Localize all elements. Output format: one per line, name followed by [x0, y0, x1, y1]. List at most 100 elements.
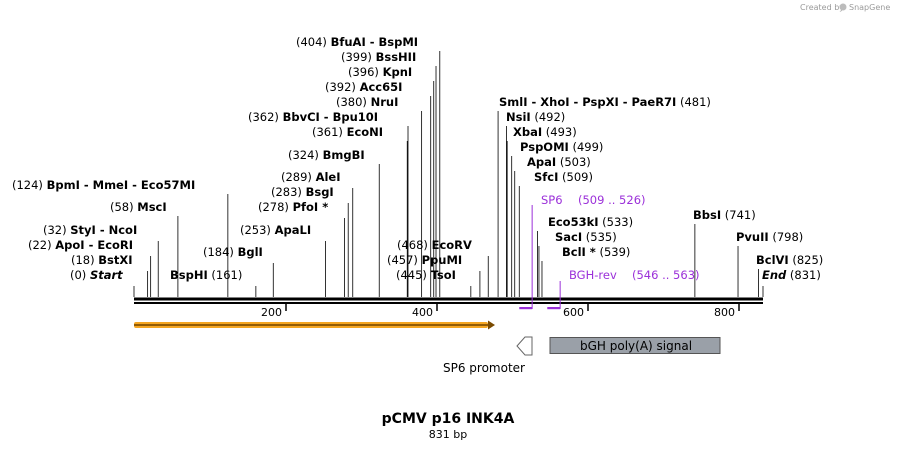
site-position: (539) [596, 245, 631, 259]
site-position: (468) [397, 238, 432, 252]
site-label-eco53ki[interactable]: Eco53kI (533) [548, 215, 633, 229]
site-position: (362) [248, 110, 283, 124]
credit-brand: SnapGene [849, 3, 890, 12]
site-enzyme-names: NruI [371, 95, 399, 109]
site-position: (481) [676, 95, 711, 109]
site-enzyme-names: EcoRV [432, 238, 472, 252]
site-position: (361) [312, 125, 347, 139]
site-enzyme-names: ApaI [527, 155, 556, 169]
site-label-xbai[interactable]: XbaI (493) [513, 125, 577, 139]
primer-bghrev-label[interactable]: BGH-rev (546 .. 563) [569, 268, 700, 282]
tick-label-800: 800 [714, 306, 735, 319]
site-label-apai[interactable]: ApaI (503) [527, 155, 591, 169]
bgh-polya-feature[interactable]: bGH poly(A) signal [549, 337, 721, 354]
site-label-bmgbi[interactable]: (324) BmgBI [288, 148, 365, 162]
site-enzyme-names: EcoNI [347, 125, 383, 139]
site-label-econi[interactable]: (361) EcoNI [312, 125, 383, 139]
site-position: (404) [296, 35, 331, 49]
primer-sp6-label[interactable]: SP6 (509 .. 526) [541, 193, 646, 207]
site-label-tsoi[interactable]: (445) TsoI [396, 268, 456, 282]
site-enzyme-names: AleI [316, 170, 341, 184]
snapgene-logo-icon [839, 3, 847, 11]
site-enzyme-names: BmgBI [323, 148, 365, 162]
site-label-saci[interactable]: SacI (535) [555, 230, 617, 244]
site-position: (283) [271, 185, 306, 199]
sp6-promoter-feature[interactable]: SP6 promoter [443, 336, 533, 375]
primer-labels: SP6 (509 .. 526) BGH-rev (546 .. 563) [541, 193, 700, 282]
site-label-bsgi[interactable]: (283) BsgI [271, 185, 334, 199]
dna-backbone[interactable] [134, 297, 763, 305]
site-position: (825) [789, 253, 824, 267]
site-position: (396) [348, 65, 383, 79]
site-enzyme-names: SacI [555, 230, 582, 244]
site-label-pspomi[interactable]: PspOMI (499) [520, 140, 603, 154]
site-label-bclvi[interactable]: BclVI (825) [756, 253, 823, 267]
site-enzyme-names: ApoI - EcoRI [55, 238, 133, 252]
tick-label-200: 200 [261, 306, 282, 319]
site-label-apoi[interactable]: (22) ApoI - EcoRI [28, 238, 133, 252]
site-position: (445) [396, 268, 431, 282]
site-enzyme-names: TsoI [431, 268, 456, 282]
orf-arrow[interactable] [134, 320, 495, 330]
site-label-pfoi[interactable]: (278) PfoI * [258, 200, 328, 214]
site-label-bsshii[interactable]: (399) BssHII [341, 50, 416, 64]
site-label-bcli[interactable]: BclI * (539) [562, 245, 630, 259]
site-label-styi[interactable]: (32) StyI - NcoI [43, 223, 137, 237]
primer-bar-sp6[interactable] [519, 307, 533, 310]
site-enzyme-names: BclVI [756, 253, 789, 267]
restriction-site-labels: (0) Start(18) BstXI(22) ApoI - EcoRI(32)… [12, 35, 823, 282]
site-enzyme-names: SfcI [534, 170, 558, 184]
plasmid-length: 831 bp [429, 428, 467, 441]
site-label-bbvci[interactable]: (362) BbvCI - Bpu10I [248, 110, 378, 124]
site-label-sfci[interactable]: SfcI (509) [534, 170, 593, 184]
site-label-kpni[interactable]: (396) KpnI [348, 65, 412, 79]
site-enzyme-names: BbsI [693, 208, 721, 222]
site-label-pvuii[interactable]: PvuII (798) [736, 230, 803, 244]
site-label-bpmi[interactable]: (124) BpmI - MmeI - Eco57MI [12, 178, 195, 192]
site-label-alei[interactable]: (289) AleI [281, 170, 341, 184]
primer-bar-bgh-rev[interactable] [547, 307, 561, 310]
site-label-start[interactable]: (0) Start [70, 268, 123, 282]
site-enzyme-names: Eco53kI [548, 215, 599, 229]
site-position: (253) [240, 223, 275, 237]
site-enzyme-names: BsgI [306, 185, 334, 199]
site-label-apali[interactable]: (253) ApaLI [240, 223, 311, 237]
bgh-polya-label: bGH poly(A) signal [580, 339, 692, 353]
site-position: (493) [542, 125, 577, 139]
primer-bghrev-name: BGH-rev [569, 268, 617, 282]
site-enzyme-names: BfuAI - BspMI [331, 35, 418, 49]
site-enzyme-names: PspOMI [520, 140, 569, 154]
site-position: (18) [71, 253, 98, 267]
primer-sp6-name: SP6 [541, 193, 563, 207]
site-label-smli[interactable]: SmlI - XhoI - PspXI - PaeR7I (481) [499, 95, 711, 109]
snapgene-credit: Created by SnapGene [800, 3, 890, 12]
site-label-end[interactable]: End (831) [762, 268, 821, 282]
site-enzyme-names: Start [90, 268, 123, 282]
site-position: (0) [70, 268, 90, 282]
site-position: (457) [387, 253, 422, 267]
site-label-ecorv[interactable]: (468) EcoRV [397, 238, 472, 252]
site-label-msci[interactable]: (58) MscI [110, 200, 167, 214]
site-label-ppumi[interactable]: (457) PpuMI [387, 253, 462, 267]
site-label-nrui[interactable]: (380) NruI [336, 95, 398, 109]
site-enzyme-names: ApaLI [275, 223, 312, 237]
sp6-promoter-label: SP6 promoter [443, 361, 525, 375]
primer-bghrev-range: (546 .. 563) [632, 268, 700, 282]
site-enzyme-names: PvuII [736, 230, 769, 244]
site-label-bgli[interactable]: (184) BglI [203, 245, 263, 259]
site-enzyme-names: BbvCI - Bpu10I [283, 110, 378, 124]
site-position: (161) [208, 268, 243, 282]
site-label-nsii[interactable]: NsiI (492) [506, 110, 565, 124]
site-label-bbsi[interactable]: BbsI (741) [693, 208, 756, 222]
site-label-acc65i[interactable]: (392) Acc65I [325, 80, 402, 94]
site-enzyme-names: BpmI - MmeI - Eco57MI [47, 178, 196, 192]
site-enzyme-names: StyI - NcoI [70, 223, 137, 237]
site-position: (289) [281, 170, 316, 184]
site-position: (831) [786, 268, 821, 282]
site-enzyme-names: PpuMI [422, 253, 463, 267]
site-label-bfuai[interactable]: (404) BfuAI - BspMI [296, 35, 418, 49]
site-label-bsphi[interactable]: BspHI (161) [170, 268, 242, 282]
site-label-bstxi[interactable]: (18) BstXI [71, 253, 133, 267]
site-enzyme-names: KpnI [383, 65, 413, 79]
